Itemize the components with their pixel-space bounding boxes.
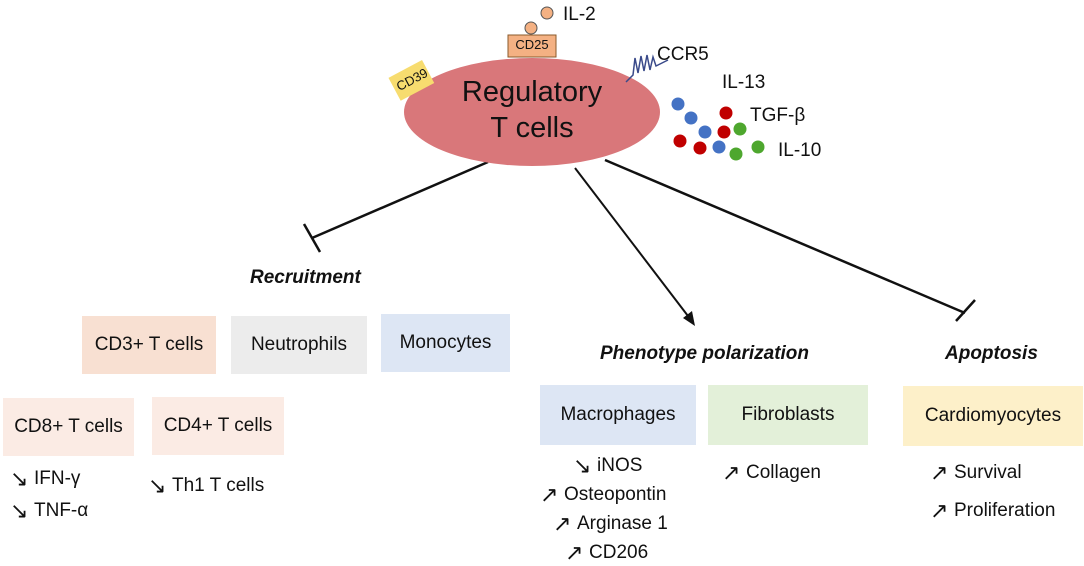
arrow-up-icon: ↗ bbox=[930, 498, 949, 523]
effect-label: iNOS bbox=[597, 455, 643, 476]
effect-label: IFN-γ bbox=[34, 468, 81, 489]
cd3-t-cells-box: CD3+ T cells bbox=[82, 316, 216, 374]
il13-dot bbox=[712, 140, 726, 154]
arrow-up-icon: ↗ bbox=[553, 511, 572, 536]
effect-label: Th1 T cells bbox=[172, 475, 265, 496]
cd8-effect-ifn-gamma: ↘ IFN-γ bbox=[10, 468, 80, 490]
macrophage-effect-inos: ↘ iNOS bbox=[573, 455, 642, 477]
il2-dot bbox=[524, 21, 538, 35]
fibroblast-effect-collagen: ↗ Collagen bbox=[722, 462, 821, 484]
cell-title-line1: Regulatory bbox=[461, 76, 603, 108]
cd39-marker bbox=[388, 60, 435, 101]
cell-title-line2: T cells bbox=[490, 112, 574, 144]
ccr5-label: CCR5 bbox=[657, 44, 709, 65]
il13-label: IL-13 bbox=[722, 72, 766, 93]
recruitment-header: Recruitment bbox=[250, 267, 361, 288]
macrophage-effect-osteopontin: ↗ Osteopontin bbox=[540, 484, 666, 506]
cardiomyocyte-effect-proliferation: ↗ Proliferation bbox=[930, 500, 1055, 522]
arrow-up-icon: ↗ bbox=[540, 482, 559, 507]
apoptosis-header: Apoptosis bbox=[945, 343, 1038, 364]
cell-title: Regulatory T cells bbox=[440, 74, 624, 146]
il13-dot bbox=[698, 125, 712, 139]
polarization-arrow-head bbox=[683, 311, 695, 326]
cardiomyocytes-box: Cardiomyocytes bbox=[903, 386, 1083, 446]
effect-label: Arginase 1 bbox=[577, 513, 668, 534]
macrophages-box: Macrophages bbox=[540, 385, 696, 445]
il13-dot bbox=[684, 111, 698, 125]
apoptosis-inhibition-line bbox=[604, 158, 966, 315]
effect-label: Survival bbox=[954, 462, 1022, 483]
arrow-down-icon: ↘ bbox=[10, 466, 29, 491]
effect-label: Collagen bbox=[746, 462, 821, 483]
regulatory-t-cell-body bbox=[404, 58, 660, 166]
arrow-down-icon: ↘ bbox=[573, 453, 592, 478]
recruitment-inhibition-bar bbox=[302, 223, 322, 253]
cd4-effect-th1: ↘ Th1 T cells bbox=[148, 475, 264, 497]
arrow-up-icon: ↗ bbox=[930, 460, 949, 485]
cd25-receptor bbox=[507, 34, 557, 58]
arrow-up-icon: ↗ bbox=[722, 460, 741, 485]
effect-label: TNF-α bbox=[34, 500, 89, 521]
macrophage-effect-arginase: ↗ Arginase 1 bbox=[553, 513, 668, 535]
il13-dot bbox=[671, 97, 685, 111]
tgfb-dot bbox=[719, 106, 733, 120]
tgfb-dot bbox=[673, 134, 687, 148]
polarization-header: Phenotype polarization bbox=[600, 343, 810, 364]
arrow-down-icon: ↘ bbox=[10, 498, 29, 523]
tgfb-label: TGF-β bbox=[750, 105, 806, 126]
il2-label: IL-2 bbox=[563, 4, 596, 25]
il10-label: IL-10 bbox=[778, 140, 822, 161]
cd8-effect-tnf-alpha: ↘ TNF-α bbox=[10, 500, 88, 522]
il10-dot bbox=[729, 147, 743, 161]
arrow-down-icon: ↘ bbox=[148, 473, 167, 498]
monocytes-box: Monocytes bbox=[381, 314, 510, 372]
effect-label: Proliferation bbox=[954, 500, 1056, 521]
il10-dot bbox=[733, 122, 747, 136]
neutrophils-box: Neutrophils bbox=[231, 316, 367, 374]
tgfb-dot bbox=[693, 141, 707, 155]
recruitment-inhibition-line bbox=[311, 160, 489, 240]
il10-dot bbox=[751, 140, 765, 154]
cd8-t-cells-box: CD8+ T cells bbox=[3, 398, 134, 456]
effect-label: Osteopontin bbox=[564, 484, 667, 505]
macrophage-effect-cd206: ↗ CD206 bbox=[565, 542, 648, 564]
arrow-up-icon: ↗ bbox=[565, 540, 584, 565]
cd4-t-cells-box: CD4+ T cells bbox=[152, 397, 284, 455]
cd25-label: CD25 bbox=[515, 37, 549, 52]
il2-dot bbox=[540, 6, 554, 20]
cardiomyocyte-effect-survival: ↗ Survival bbox=[930, 462, 1022, 484]
tgfb-dot bbox=[717, 125, 731, 139]
fibroblasts-box: Fibroblasts bbox=[708, 385, 868, 445]
effect-label: CD206 bbox=[589, 542, 649, 563]
ccr5-receptor bbox=[625, 54, 669, 83]
polarization-arrow-line bbox=[574, 167, 689, 317]
apoptosis-inhibition-bar bbox=[955, 299, 976, 322]
